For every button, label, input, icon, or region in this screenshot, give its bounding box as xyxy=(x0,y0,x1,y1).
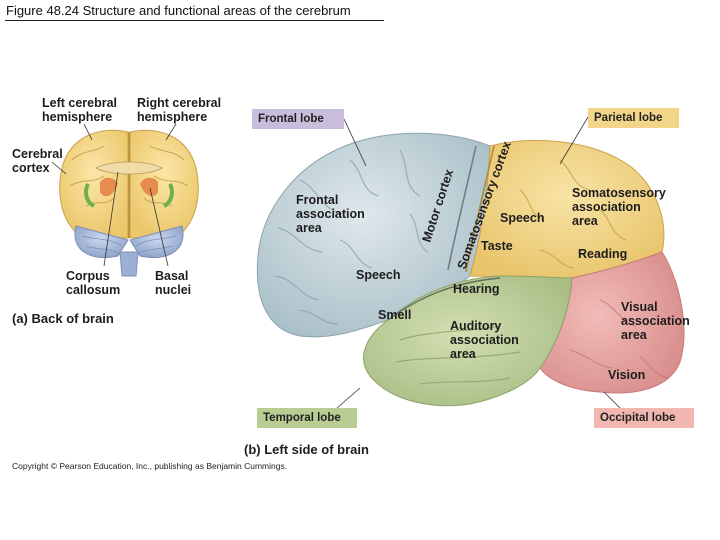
somatosensory-association-area-label: Somatosensory association area xyxy=(572,186,666,228)
leader-lines-b xyxy=(336,116,621,409)
label-line: association xyxy=(621,314,690,328)
label-line: cortex xyxy=(12,161,50,175)
hearing-label: Hearing xyxy=(453,282,500,296)
left-side-brain-drawing xyxy=(256,132,685,407)
label-line: Corpus xyxy=(66,269,110,283)
label-line: area xyxy=(296,221,322,235)
label-line: Left cerebral xyxy=(42,96,118,110)
label-line: association xyxy=(296,207,365,221)
panel-b-caption: (b) Left side of brain xyxy=(244,442,369,457)
label-line: area xyxy=(572,214,598,228)
label-line: Basal xyxy=(155,269,189,283)
label-line: Auditory xyxy=(450,319,502,333)
parietal-lobe-tag: Parietal lobe xyxy=(588,108,679,128)
label-line: nuclei xyxy=(155,283,192,297)
copyright-notice: Copyright © Pearson Education, Inc., pub… xyxy=(12,461,288,471)
label-line: Visual xyxy=(621,300,658,314)
corpus-callosum-label: Corpus callosum xyxy=(66,269,120,297)
label-line: Frontal xyxy=(296,193,339,207)
leader-lines-a xyxy=(51,123,177,267)
taste-label: Taste xyxy=(481,239,513,253)
label-line: hemisphere xyxy=(42,110,113,124)
speech-frontal-label: Speech xyxy=(356,268,401,282)
label-line: hemisphere xyxy=(137,110,208,124)
reading-label: Reading xyxy=(578,247,628,261)
label-line: area xyxy=(450,347,476,361)
panel-a-caption: (a) Back of brain xyxy=(12,311,114,326)
cerebral-cortex-label: Cerebral cortex xyxy=(12,147,63,175)
label-line: Cerebral xyxy=(12,147,63,161)
right-cerebral-hemisphere-label: Right cerebral hemisphere xyxy=(137,96,221,124)
visual-association-area-label: Visual association area xyxy=(621,300,690,342)
title-underline xyxy=(5,20,384,21)
label-line: Right cerebral xyxy=(137,96,222,110)
frontal-association-area-label: Frontal association area xyxy=(296,193,365,235)
back-of-brain-drawing xyxy=(59,129,199,277)
figure-title: Figure 48.24 Structure and functional ar… xyxy=(6,3,351,18)
auditory-association-area-label: Auditory association area xyxy=(450,319,519,361)
speech-parietal-label: Speech xyxy=(500,211,545,225)
label-line: Somatosensory xyxy=(572,186,666,200)
label-line: association xyxy=(572,200,641,214)
basal-nuclei-label: Basal nuclei xyxy=(155,269,191,297)
label-line: area xyxy=(621,328,647,342)
label-line: association xyxy=(450,333,519,347)
left-cerebral-hemisphere-label: Left cerebral hemisphere xyxy=(42,96,117,124)
occipital-lobe-tag: Occipital lobe xyxy=(594,408,694,428)
vision-label: Vision xyxy=(608,368,646,382)
label-line: callosum xyxy=(66,283,121,297)
temporal-lobe-tag: Temporal lobe xyxy=(257,408,357,428)
smell-label: Smell xyxy=(378,308,412,322)
frontal-lobe-tag: Frontal lobe xyxy=(252,109,344,129)
